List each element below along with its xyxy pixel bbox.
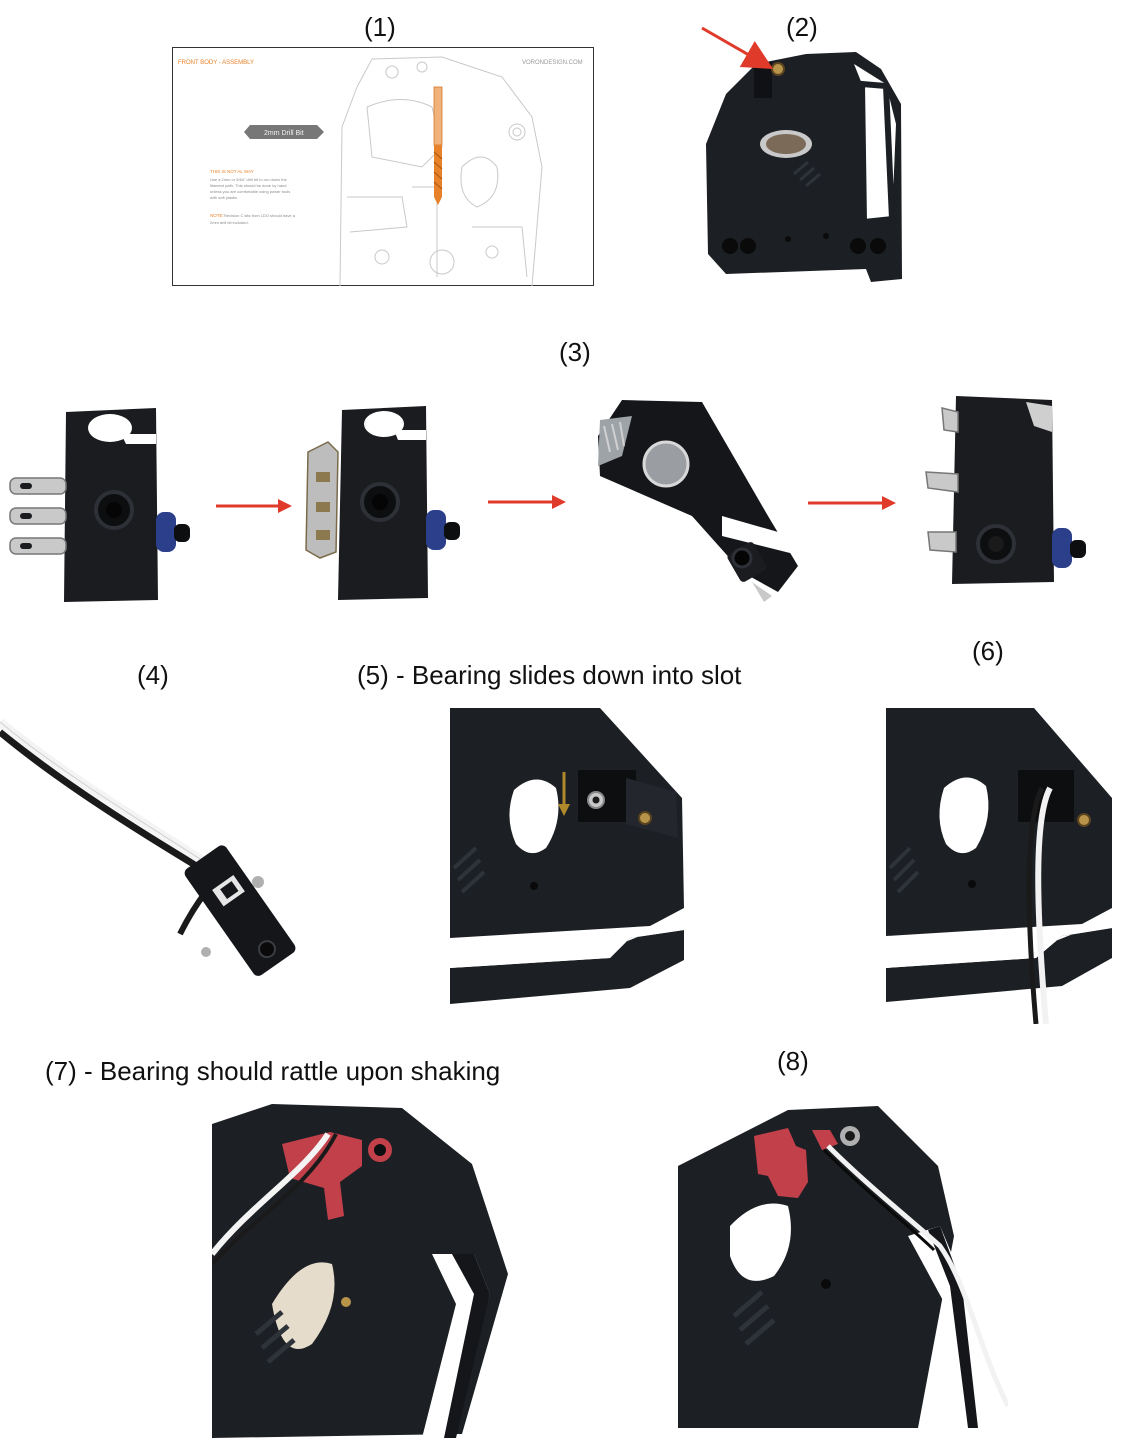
drill-bit-tag-text: 2mm Drill Bit (264, 130, 304, 137)
step-6-label: (6) (972, 636, 1004, 666)
pointer-arrow (701, 26, 774, 69)
sequence-arrow-3 (806, 493, 898, 513)
slide-heading: FRONT BODY - ASSEMBLY (178, 60, 254, 66)
slide-note-label: NOTE: (210, 213, 224, 218)
latch-installed-photo-2 (678, 1106, 1008, 1428)
microswitch-photo-3 (916, 392, 1108, 592)
slide-body-line-1: Use a 2mm or 5/64" drill bit to run down… (210, 177, 288, 182)
drill-bit-tag: 2mm Drill Bit (244, 125, 324, 139)
slide-direction-arrow (558, 772, 570, 816)
sequence-arrow-1 (214, 496, 294, 516)
slide-body-line-4: with soft plastic. (210, 195, 238, 200)
front-body-part-photo (696, 24, 908, 292)
slide-note-line-1: Revision C kits from LDO should have a (224, 213, 296, 218)
slide-note-line-2: 2mm drill bit included. (210, 220, 249, 225)
step-8-label: (8) (777, 1046, 809, 1076)
step-3-label: (3) (559, 337, 591, 367)
step-4-label: (4) (137, 660, 169, 690)
wired-switch-photo (0, 702, 300, 992)
pliers-pressing-photo (592, 396, 808, 608)
step-7-label: (7) - Bearing should rattle upon shaking (45, 1056, 501, 1086)
microswitch-photo-2 (298, 402, 490, 602)
latch-installed-photo-1 (212, 1104, 510, 1438)
step-2-label: (2) (786, 12, 818, 42)
sequence-arrow-2 (486, 492, 568, 512)
slide-body-line-2: filament path. This should be done by ha… (210, 183, 286, 188)
bearing-slot-photo (450, 708, 686, 1004)
step-1-label: (1) (364, 12, 396, 42)
slide-site: VORONDESIGN.COM (522, 60, 583, 66)
drill-bit-illustration (433, 86, 443, 205)
assembly-instruction-slide: FRONT BODY - ASSEMBLY VORONDESIGN.COM 2m… (172, 47, 594, 286)
switch-installed-photo (886, 708, 1114, 1024)
slide-body-line-3: unless you are comfortable using power t… (210, 189, 290, 194)
microswitch-photo-1 (6, 404, 218, 604)
slide-subheading: THIS IS NOT AL WAY (210, 169, 254, 174)
step-5-label: (5) - Bearing slides down into slot (357, 660, 742, 690)
